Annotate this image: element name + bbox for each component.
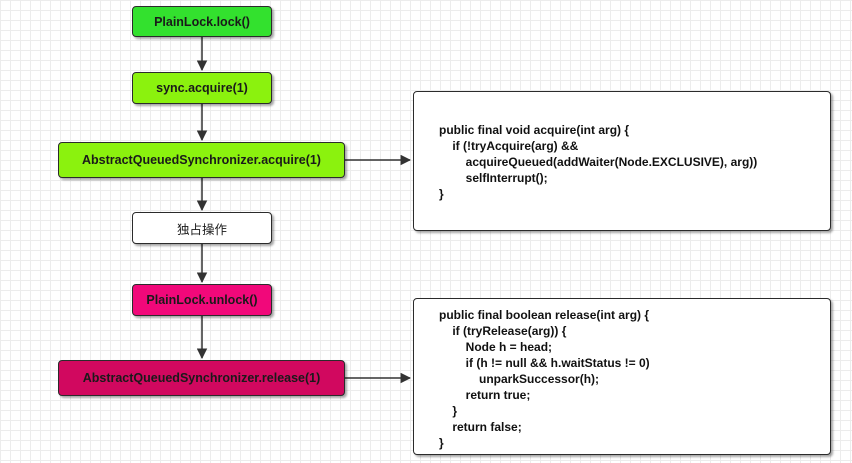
code-line: selfInterrupt(); [439, 171, 548, 185]
code-line: acquireQueued(addWaiter(Node.EXCLUSIVE),… [439, 155, 758, 169]
aqs-acquire-node[interactable]: AbstractQueuedSynchronizer.acquire(1) [58, 142, 345, 178]
exclusive-operation-node[interactable]: 独占操作 [132, 212, 272, 244]
code-line: } [439, 404, 458, 418]
plainlock-unlock-node[interactable]: PlainLock.unlock() [132, 284, 272, 316]
aqs-acquire-label: AbstractQueuedSynchronizer.acquire(1) [82, 153, 321, 167]
sync-acquire-node[interactable]: sync.acquire(1) [132, 72, 272, 104]
sync-acquire-label: sync.acquire(1) [156, 81, 248, 95]
code-line: if (h != null && h.waitStatus != 0) [439, 356, 650, 370]
plainlock-lock-node[interactable]: PlainLock.lock() [132, 6, 272, 37]
aqs-release-label: AbstractQueuedSynchronizer.release(1) [82, 371, 321, 385]
plainlock-unlock-label: PlainLock.unlock() [146, 293, 258, 307]
code-line: if (!tryAcquire(arg) && [439, 139, 579, 153]
code-line: if (tryRelease(arg)) { [439, 324, 567, 338]
code-line: public final void acquire(int arg) { [439, 123, 630, 137]
code-line: return true; [439, 388, 531, 402]
release-code-box[interactable]: public final boolean release(int arg) { … [413, 298, 831, 455]
code-line: } [439, 436, 444, 450]
acquire-code-box[interactable]: public final void acquire(int arg) { if … [413, 91, 831, 231]
aqs-release-node[interactable]: AbstractQueuedSynchronizer.release(1) [58, 360, 345, 396]
release-code-listing: public final boolean release(int arg) { … [439, 307, 650, 451]
code-line: unparkSuccessor(h); [439, 372, 600, 386]
acquire-code-listing: public final void acquire(int arg) { if … [439, 122, 757, 202]
exclusive-operation-label: 独占操作 [176, 222, 227, 237]
plainlock-lock-label: PlainLock.lock() [154, 14, 250, 29]
code-line: } [439, 187, 444, 201]
code-line: Node h = head; [439, 340, 553, 354]
code-line: public final boolean release(int arg) { [439, 308, 650, 322]
code-line: return false; [439, 420, 522, 434]
